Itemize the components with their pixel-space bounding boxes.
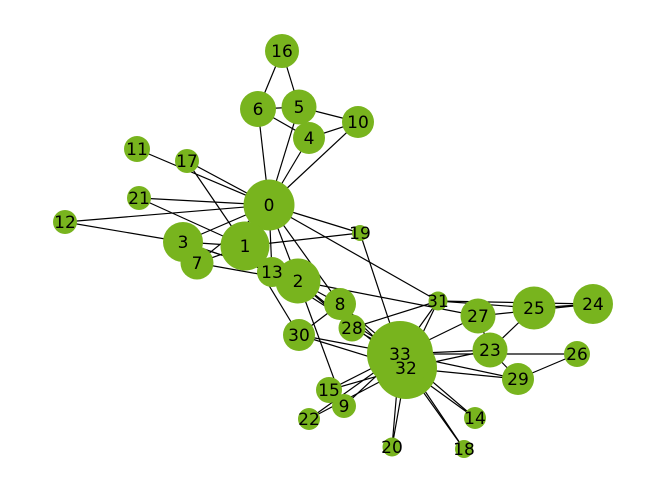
graph-node-27 [460, 298, 496, 334]
graph-node-label-2: 2 [293, 272, 304, 292]
graph-node-label-14: 14 [464, 409, 486, 429]
graph-node-9 [332, 394, 356, 418]
graph-node-11 [124, 136, 150, 162]
graph-node-label-22: 22 [298, 410, 320, 430]
graph-node-18 [455, 440, 473, 458]
graph-node-label-3: 3 [178, 233, 189, 253]
graph-node-25 [512, 286, 556, 330]
graph-node-29 [502, 363, 534, 395]
graph-node-label-27: 27 [467, 307, 489, 327]
graph-node-22 [298, 408, 320, 430]
graph-edge-28-31 [351, 300, 439, 329]
graph-edge-2-27 [297, 280, 479, 317]
graph-node-30 [283, 319, 315, 351]
graph-node-label-33: 33 [389, 345, 411, 365]
graph-node-label-23: 23 [479, 341, 501, 361]
graph-node-1 [220, 221, 270, 271]
graph-node-16 [265, 34, 299, 68]
graph-node-21 [127, 186, 151, 210]
graph-node-5 [281, 89, 317, 125]
graph-node-label-4: 4 [304, 129, 315, 149]
graph-node-label-7: 7 [192, 254, 203, 274]
graph-node-label-28: 28 [341, 319, 363, 339]
graph-node-label-0: 0 [264, 196, 275, 216]
graph-node-label-26: 26 [566, 345, 588, 365]
graph-node-label-5: 5 [294, 98, 305, 118]
graph-node-33 [367, 321, 433, 387]
graph-node-label-30: 30 [288, 326, 310, 346]
graph-node-17 [175, 149, 199, 173]
graph-node-label-9: 9 [339, 397, 350, 417]
graph-node-7 [180, 246, 214, 280]
graph-node-label-15: 15 [318, 381, 340, 401]
graph-node-23 [472, 332, 508, 368]
graph-node-4 [293, 122, 325, 154]
graph-node-10 [342, 106, 374, 138]
graph-node-13 [257, 257, 287, 287]
graph-node-label-19: 19 [349, 224, 371, 244]
graph-node-20 [382, 437, 402, 457]
graph-node-label-31: 31 [427, 292, 449, 312]
graph-node-label-29: 29 [507, 370, 529, 390]
label-layer: 0123456789101112131415161718192021222324… [54, 42, 604, 460]
graph-node-15 [316, 377, 342, 403]
graph-node-19 [352, 225, 368, 241]
graph-node-label-6: 6 [253, 100, 264, 120]
graph-node-label-8: 8 [335, 295, 346, 315]
graph-node-label-17: 17 [176, 152, 198, 172]
graph-edge-0-31 [268, 204, 439, 302]
node-layer [53, 34, 613, 458]
graph-node-label-24: 24 [582, 295, 604, 315]
graph-node-label-12: 12 [54, 213, 76, 233]
graph-node-label-13: 13 [261, 263, 283, 283]
graph-node-label-18: 18 [453, 440, 475, 460]
graph-node-6 [240, 91, 276, 127]
graph-edge-0-12 [64, 204, 270, 223]
graph-node-label-25: 25 [523, 299, 545, 319]
graph-node-label-16: 16 [271, 42, 293, 62]
graph-node-26 [564, 341, 590, 367]
graph-node-28 [338, 314, 366, 342]
graph-node-24 [573, 284, 613, 324]
graph-node-label-11: 11 [126, 140, 148, 160]
graph-node-label-21: 21 [128, 189, 150, 209]
graph-node-label-1: 1 [240, 237, 251, 257]
graph-node-31 [428, 291, 448, 311]
graph-node-label-20: 20 [381, 438, 403, 458]
graph-node-14 [464, 407, 486, 429]
graph-node-label-10: 10 [347, 113, 369, 133]
graph-node-0 [243, 179, 295, 231]
graph-node-8 [324, 288, 356, 320]
graph-node-label-32: 32 [395, 359, 417, 379]
graph-node-12 [53, 210, 77, 234]
